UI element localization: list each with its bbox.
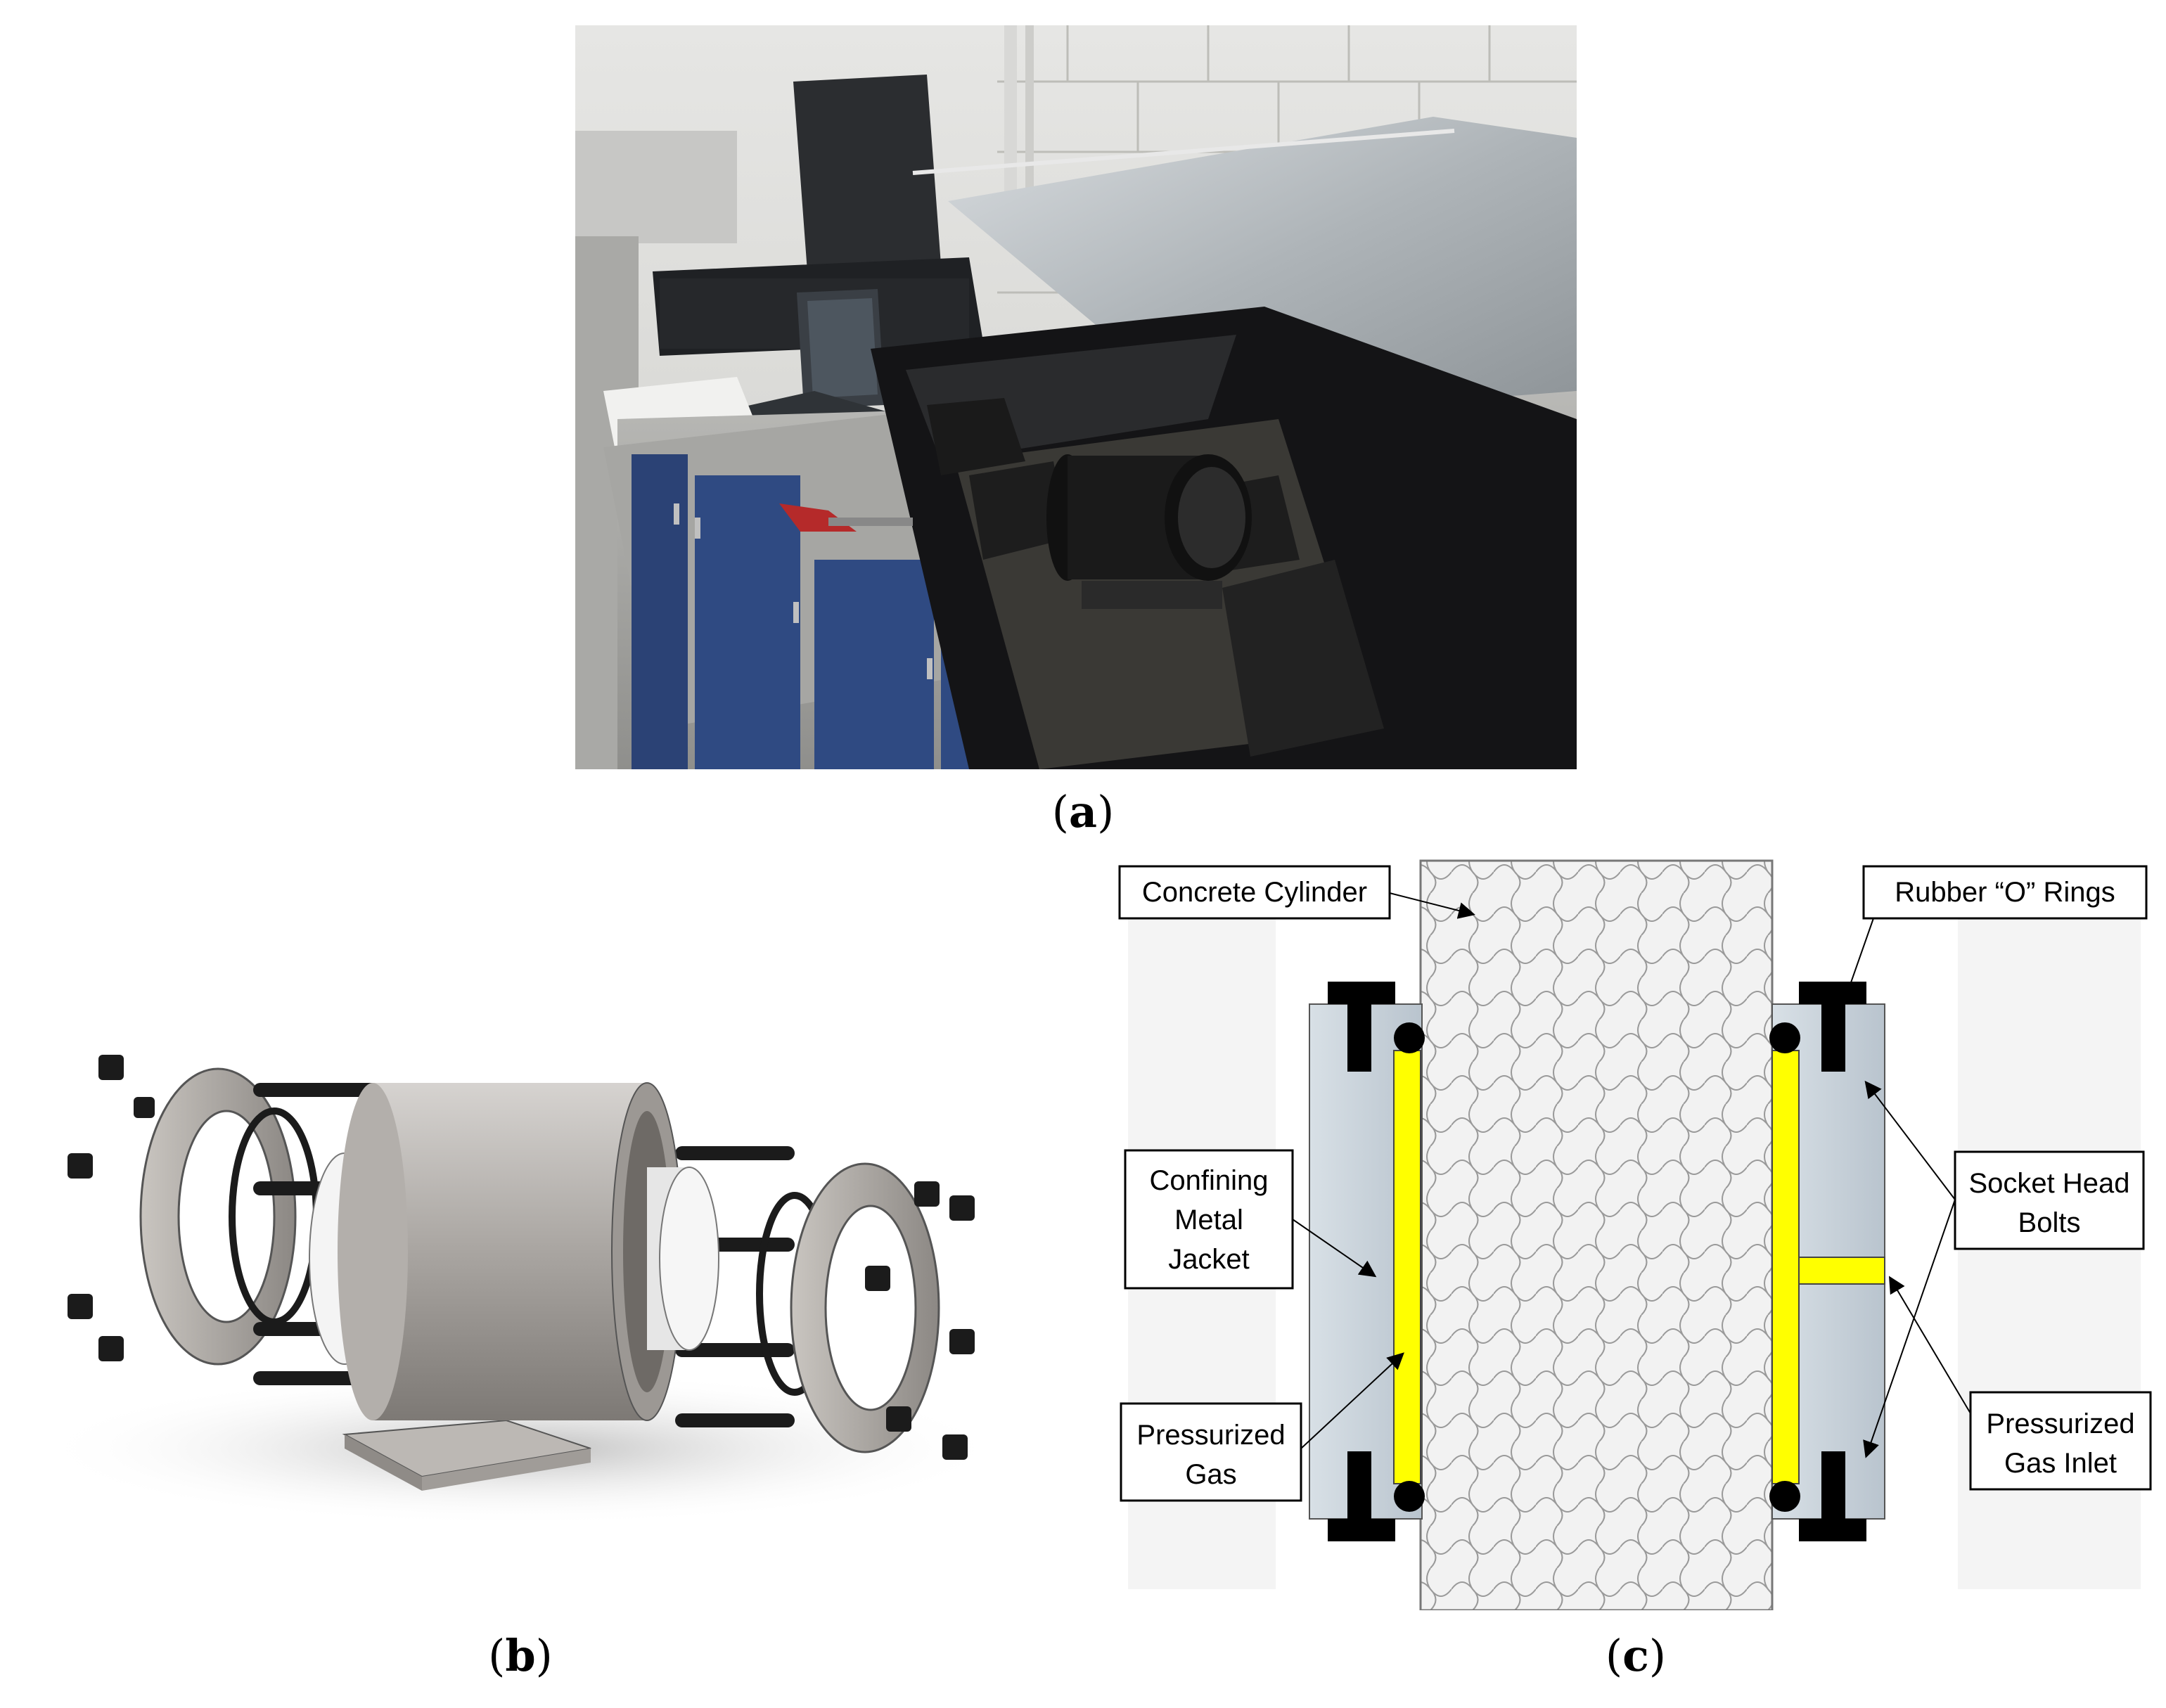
test-rig-photo — [575, 25, 1577, 769]
svg-text:Bolts: Bolts — [2018, 1207, 2081, 1238]
label-confining-jacket: Confining Metal Jacket — [1124, 1149, 1377, 1290]
svg-text:Metal: Metal — [1174, 1205, 1243, 1235]
svg-text:Concrete Cylinder: Concrete Cylinder — [1142, 877, 1367, 908]
cross-section-schematic: Concrete Cylinder Rubber “O” Rings Confi… — [1114, 851, 2162, 1610]
label-pressurized-gas-inlet: Pressurized Gas Inlet — [1888, 1276, 2152, 1491]
drawing-panel-b — [28, 984, 1027, 1547]
label-socket-head-bolts: Socket Head Bolts — [1863, 1080, 2145, 1458]
svg-text:Gas Inlet: Gas Inlet — [2004, 1448, 2117, 1479]
svg-text:Rubber “O” Rings: Rubber “O” Rings — [1895, 877, 2115, 908]
svg-text:Jacket: Jacket — [1168, 1244, 1250, 1275]
label-concrete-cylinder: Concrete Cylinder — [1118, 865, 1475, 920]
caption-a: (a) — [1051, 786, 1115, 837]
svg-text:Confining: Confining — [1149, 1165, 1268, 1196]
svg-text:Socket Head: Socket Head — [1968, 1168, 2129, 1199]
concrete-cylinder — [1419, 859, 1774, 1610]
photo-panel-a — [575, 25, 1577, 769]
left-metal-jacket — [1309, 982, 1425, 1541]
svg-text:Pressurized: Pressurized — [1986, 1408, 2134, 1439]
svg-text:Pressurized: Pressurized — [1136, 1420, 1285, 1451]
left-flange — [139, 1067, 297, 1366]
schematic-panel-c: Concrete Cylinder Rubber “O” Rings Confi… — [1114, 851, 2162, 1610]
right-metal-jacket — [1769, 982, 1885, 1541]
exploded-cell-drawing — [35, 1055, 1006, 1526]
caption-c: (c) — [1605, 1630, 1667, 1681]
left-nuts — [68, 1055, 155, 1361]
label-pressurized-gas: Pressurized Gas — [1120, 1352, 1404, 1502]
right-nuts — [865, 1181, 975, 1460]
caption-b: (b) — [488, 1630, 553, 1681]
specimen-cylinder — [647, 1167, 719, 1351]
svg-text:Gas: Gas — [1185, 1459, 1236, 1490]
right-flange — [790, 1162, 940, 1453]
main-cylinder — [338, 1082, 683, 1421]
label-rubber-o-rings: Rubber “O” Rings — [1842, 865, 2148, 1001]
